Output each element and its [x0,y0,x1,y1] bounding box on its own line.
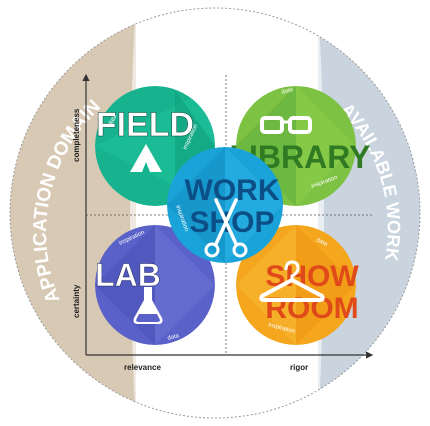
rigor-axis-label: rigor [290,363,308,372]
showroom-title-bottom: ROOM [265,292,358,325]
completeness-axis-label: completeness [72,108,81,162]
hanger-icon [259,260,325,302]
field-data-tag: data [108,113,119,127]
certainty-axis-label: certainty [72,284,81,318]
library-data-tag: data [281,87,294,96]
workshop-title-top: WORK [185,174,280,207]
workshop-circle[interactable]: WORK SHOP data inspiration [167,147,291,263]
scissors-icon [204,198,248,258]
relevance-axis-label: relevance [124,363,161,372]
flask-icon [133,287,163,324]
glasses-icon [260,116,312,134]
workshop-data-tag: data [282,207,291,220]
tent-icon [130,144,162,172]
lab-data-tag: data [167,333,180,342]
left-band [10,8,136,418]
outer-ring [9,7,421,419]
lab-circle[interactable]: LAB inspiration data [95,225,215,345]
field-title: FIELD [96,106,194,144]
right-band [318,8,420,418]
showroom-data-tag: data [315,237,329,248]
showroom-circle[interactable]: SHOW ROOM data inspiration [236,225,359,345]
